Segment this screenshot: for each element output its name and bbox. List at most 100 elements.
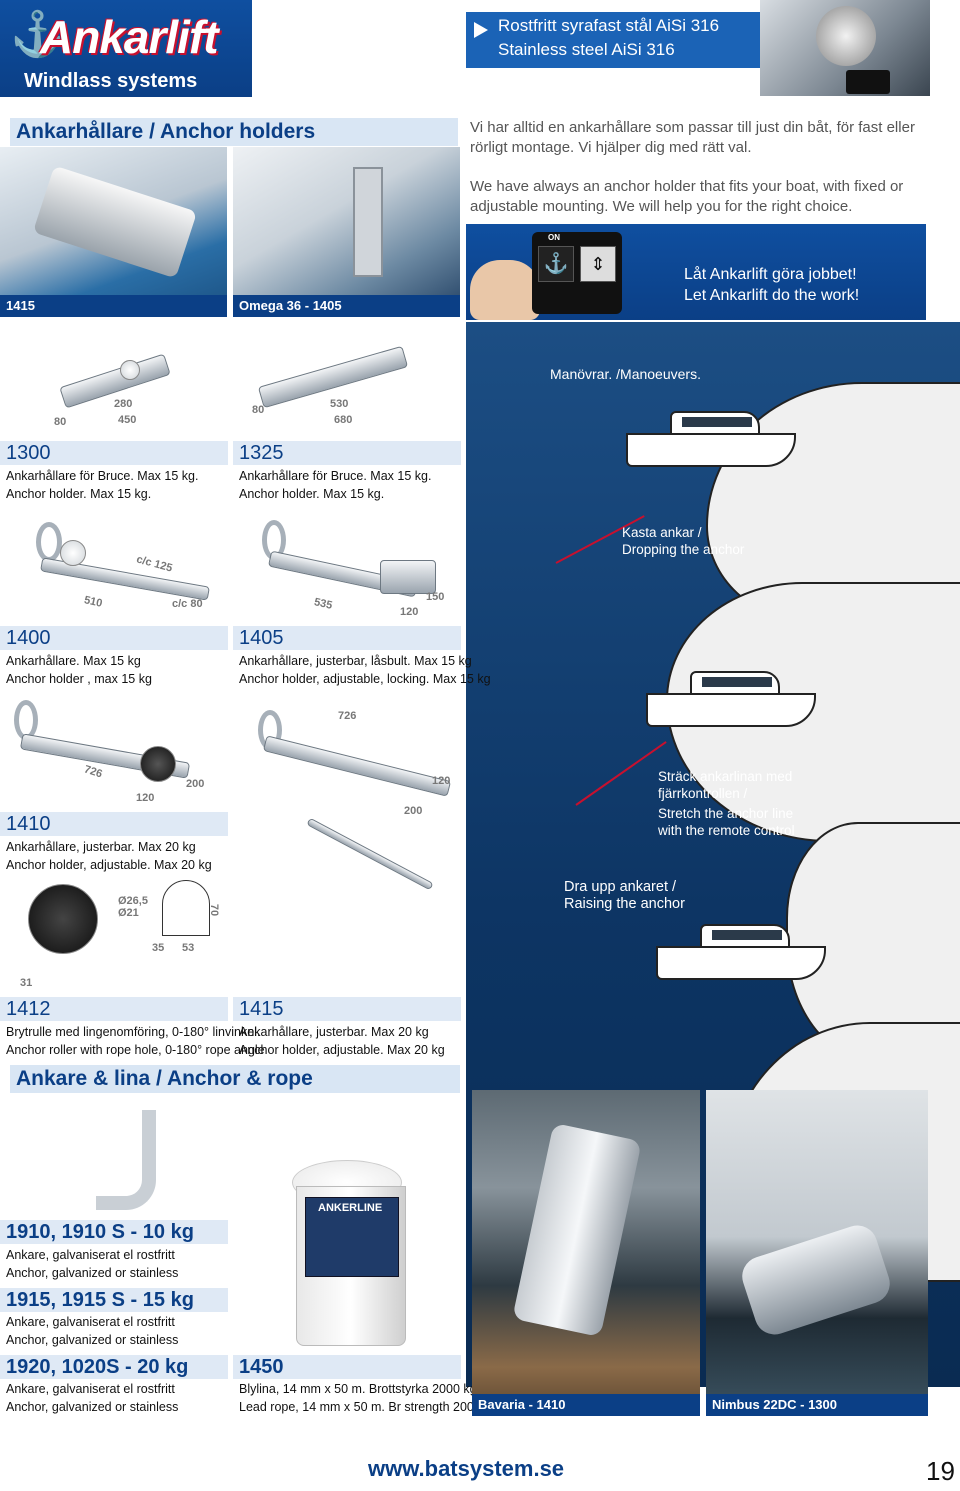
step2-line3: Stretch the anchor line — [658, 806, 794, 821]
prod-sv-1412: Brytrulle med lingenomföring, 0-180° lin… — [6, 1025, 261, 1039]
intro-sv: Vi har alltid en ankarhållare som passar… — [470, 119, 915, 156]
prod-bar-1415 — [233, 997, 461, 1021]
prod-en-1412: Anchor roller with rope hole, 0-180° rop… — [6, 1043, 265, 1057]
dim-1415-b: 120 — [432, 775, 451, 787]
prod-en-1300: Anchor holder. Max 15 kg. — [6, 487, 152, 501]
prod-bar-1405 — [233, 626, 461, 650]
steel-text-en: Stainless steel AiSi 316 — [498, 40, 675, 59]
prod-num-1405: 1405 — [239, 627, 284, 649]
prod-num-1910: 1910, 1910 S - 10 kg — [6, 1221, 194, 1243]
prod-sv-1405: Ankarhållare, justerbar, låsbult. Max 15… — [239, 654, 472, 668]
prod-num-1300: 1300 — [6, 442, 51, 464]
dim-1325-b: 530 — [330, 398, 349, 410]
prod-bar-1920 — [0, 1355, 228, 1379]
step1-line1: Kasta ankar / — [622, 525, 702, 540]
dim-1400-c: c/c 80 — [172, 598, 203, 610]
dim-1405-b: 120 — [400, 606, 419, 618]
dim-1405-c: 150 — [426, 591, 445, 603]
photo-1415 — [0, 147, 227, 317]
photo-nimbus — [706, 1090, 928, 1416]
step2-line2: fjärrkontrollen / — [658, 786, 748, 801]
photo-caption-1415: 1415 — [0, 295, 227, 317]
prod-num-1400: 1400 — [6, 627, 51, 649]
dim-1300-b: 280 — [114, 398, 133, 410]
prod-bar-1450 — [233, 1355, 461, 1379]
prod-en-1920: Anchor, galvanized or stainless — [6, 1400, 179, 1414]
roller-1410 — [140, 746, 176, 782]
dim-1415-a: 726 — [338, 710, 357, 722]
anchor-icon[interactable]: ⚓ — [538, 246, 574, 282]
dim-1415-c: 200 — [404, 805, 423, 817]
footer-url[interactable]: www.batsystem.se — [368, 1456, 565, 1481]
loop-1400 — [36, 522, 62, 562]
prod-num-1915: 1915, 1915 S - 15 kg — [6, 1289, 194, 1311]
dim-1412-e: 70 — [208, 903, 221, 917]
photo-caption-nimbus: Nimbus 22DC - 1300 — [706, 1394, 928, 1416]
windlass-photo — [760, 0, 930, 96]
hand-image — [470, 260, 540, 320]
arm-1415 — [306, 817, 434, 891]
prod-bar-1910 — [0, 1220, 228, 1244]
anchor-drawing — [96, 1110, 156, 1210]
brand-box — [0, 0, 252, 97]
prod-bar-1325 — [233, 441, 461, 465]
prod-en-1410: Anchor holder, adjustable. Max 20 kg — [6, 858, 212, 872]
dim-1410-a: 726 — [82, 763, 104, 781]
dim-1412-a: Ø26,5 — [118, 895, 148, 907]
section-title-rope: Ankare & lina / Anchor & rope — [16, 1067, 313, 1090]
drawing-1412 — [28, 884, 98, 954]
step3-line1: Dra upp ankaret / — [564, 879, 677, 895]
steel-banner — [466, 12, 766, 68]
step3-line2: Raising the anchor — [564, 896, 685, 912]
drawing-1415 — [262, 735, 452, 797]
prod-sv-1920: Ankare, galvaniserat el rostfritt — [6, 1382, 175, 1396]
step2-line1: Sträck ankarlinan med — [658, 769, 793, 784]
intro-en: We have always an anchor holder that fit… — [470, 178, 904, 215]
photo-caption-bavaria: Bavaria - 1410 — [472, 1394, 700, 1416]
dim-1410-c: 200 — [186, 778, 205, 790]
dim-1400-b: 510 — [82, 594, 104, 610]
prod-sv-1400: Ankarhållare. Max 15 kg — [6, 654, 141, 668]
dim-1412-c: 35 — [152, 942, 165, 954]
profile-1412 — [162, 880, 210, 936]
section-title-holders: Ankarhållare / Anchor holders — [16, 120, 316, 143]
prod-en-1910: Anchor, galvanized or stainless — [6, 1266, 179, 1280]
prod-en-1400: Anchor holder , max 15 kg — [6, 672, 152, 686]
prod-en-1405: Anchor holder, adjustable, locking. Max … — [239, 672, 491, 686]
prod-sv-1410: Ankarhållare, justerbar. Max 20 kg — [6, 840, 196, 854]
prod-bar-1300 — [0, 441, 228, 465]
page-number: 19 — [926, 1456, 955, 1486]
prod-sv-1325: Ankarhållare för Bruce. Max 15 kg. — [239, 469, 432, 483]
slogan-sv: Låt Ankarlift göra jobbet! — [684, 266, 857, 283]
photo-caption-omega36: Omega 36 - 1405 — [233, 295, 460, 317]
prod-num-1412: 1412 — [6, 998, 51, 1020]
dim-1405-a: 535 — [312, 596, 334, 612]
prod-num-1920: 1920, 1020S - 20 kg — [6, 1356, 189, 1378]
up-down-icon[interactable]: ⇕ — [580, 246, 616, 282]
prod-sv-1915: Ankare, galvaniserat el rostfritt — [6, 1315, 175, 1329]
dim-1300-a: 80 — [54, 416, 67, 428]
logo-anchor-icon: ⚓ — [10, 8, 65, 59]
arrow-right-icon — [474, 22, 488, 38]
switch-panel: ⚓ ⇕ — [532, 232, 622, 314]
logo: Ankarlift — [40, 11, 219, 63]
dim-1300-c: 450 — [118, 414, 137, 426]
dim-1412-d: 53 — [182, 942, 195, 954]
prod-sv-1450: Blylina, 14 mm x 50 m. Brottstyrka 2000 … — [239, 1382, 477, 1396]
prod-bar-1412 — [0, 997, 228, 1021]
prod-num-1415: 1415 — [239, 998, 284, 1020]
dim-1325-a: 80 — [252, 404, 265, 416]
rope-bucket — [296, 1186, 406, 1346]
steel-text-sv: Rostfritt syrafast stål AiSi 316 — [498, 16, 720, 35]
prod-num-1325: 1325 — [239, 442, 284, 464]
prod-bar-1915 — [0, 1288, 228, 1312]
dim-1400-a: c/c 125 — [135, 553, 174, 575]
prod-en-1325: Anchor holder. Max 15 kg. — [239, 487, 385, 501]
dim-1325-c: 680 — [334, 414, 353, 426]
photo-omega36 — [233, 147, 460, 317]
on-label: ON — [548, 233, 560, 242]
prod-bar-1400 — [0, 626, 228, 650]
prod-bar-1410 — [0, 812, 228, 836]
bracket-1405 — [380, 560, 436, 594]
photo-bavaria — [472, 1090, 700, 1416]
